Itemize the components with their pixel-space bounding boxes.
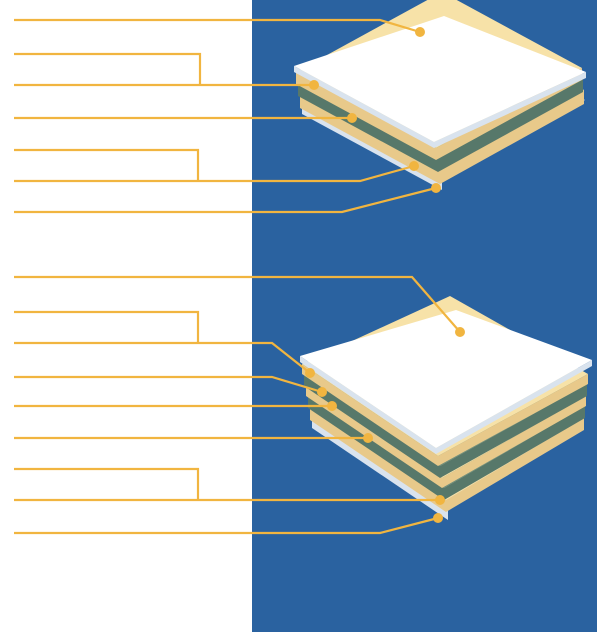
leader-line-core-2 xyxy=(14,375,323,394)
stack-1-callouts xyxy=(14,18,437,214)
leader-line-prepreg-bracket-1 xyxy=(14,52,202,85)
stack1-core-edge xyxy=(298,82,438,172)
leader-line-prepreg-bracket-3 xyxy=(14,310,200,343)
stack1-prepreg-lower-edge xyxy=(300,94,440,184)
callout-dot-core-1 xyxy=(347,113,357,123)
layer-stack-2 xyxy=(300,296,592,520)
stack-2-callouts xyxy=(14,275,461,535)
leader-line-prepreg-bracket-2 xyxy=(14,148,200,181)
stack2-prepreg-middle-edge-right xyxy=(442,396,586,488)
layer-stack-1 xyxy=(294,0,586,190)
callout-dot-core-3 xyxy=(363,433,373,443)
callout-dot-prepreg-4 xyxy=(327,401,337,411)
leader-line-top-sheet-1 xyxy=(14,18,421,34)
stack1-top-sheet-edge-right xyxy=(434,72,586,148)
leader-line-base-sheet-1 xyxy=(14,186,437,214)
stack2-prepreg-upper-edge xyxy=(302,364,438,466)
stack2-top-sheet-edge xyxy=(300,356,436,454)
leader-line-top-sheet-2 xyxy=(14,275,461,333)
callout-dot-prepreg-5 xyxy=(435,495,445,505)
stack2-core-lower-edge-right xyxy=(444,406,585,500)
stack1-top-sheet xyxy=(294,16,586,142)
leader-line-prepreg-3 xyxy=(14,341,311,374)
leader-line-prepreg-2 xyxy=(14,164,415,183)
callout-dot-core-2 xyxy=(317,387,327,397)
stack1-core-edge-right xyxy=(438,78,583,172)
stack2-top-sheet-edge-right xyxy=(436,360,592,454)
stack2-core-upper-edge xyxy=(304,374,440,478)
stack2-prepreg-middle-edge xyxy=(306,386,442,488)
callout-dot-prepreg-1 xyxy=(309,80,319,90)
stack2-core-lower-edge xyxy=(308,396,444,500)
stack2-prepreg-bottom-edge xyxy=(310,408,446,512)
callout-dot-top-sheet-2 xyxy=(455,327,465,337)
leader-line-prepreg-bracket-4 xyxy=(14,467,200,500)
callout-dot-prepreg-3 xyxy=(305,368,315,378)
stack2-prepreg-upper-edge-right xyxy=(438,374,588,466)
stack1-prepreg-upper-edge xyxy=(296,72,436,160)
callout-dot-base-sheet-2 xyxy=(433,513,443,523)
stack2-prepreg-bottom-edge-right xyxy=(446,418,584,512)
callout-dots xyxy=(305,27,465,523)
stack1-prepreg-lower-edge-right xyxy=(440,90,584,184)
label-panel xyxy=(0,0,252,632)
callout-dot-prepreg-2 xyxy=(409,161,419,171)
leader-line-base-sheet-2 xyxy=(14,516,439,535)
callout-dot-top-sheet-1 xyxy=(415,27,425,37)
stack2-core-upper-edge-right xyxy=(440,384,587,478)
stack1-top-sheet-edge xyxy=(294,66,434,148)
stack2-top-sheet xyxy=(300,310,592,448)
callout-dot-base-sheet-1 xyxy=(431,183,441,193)
